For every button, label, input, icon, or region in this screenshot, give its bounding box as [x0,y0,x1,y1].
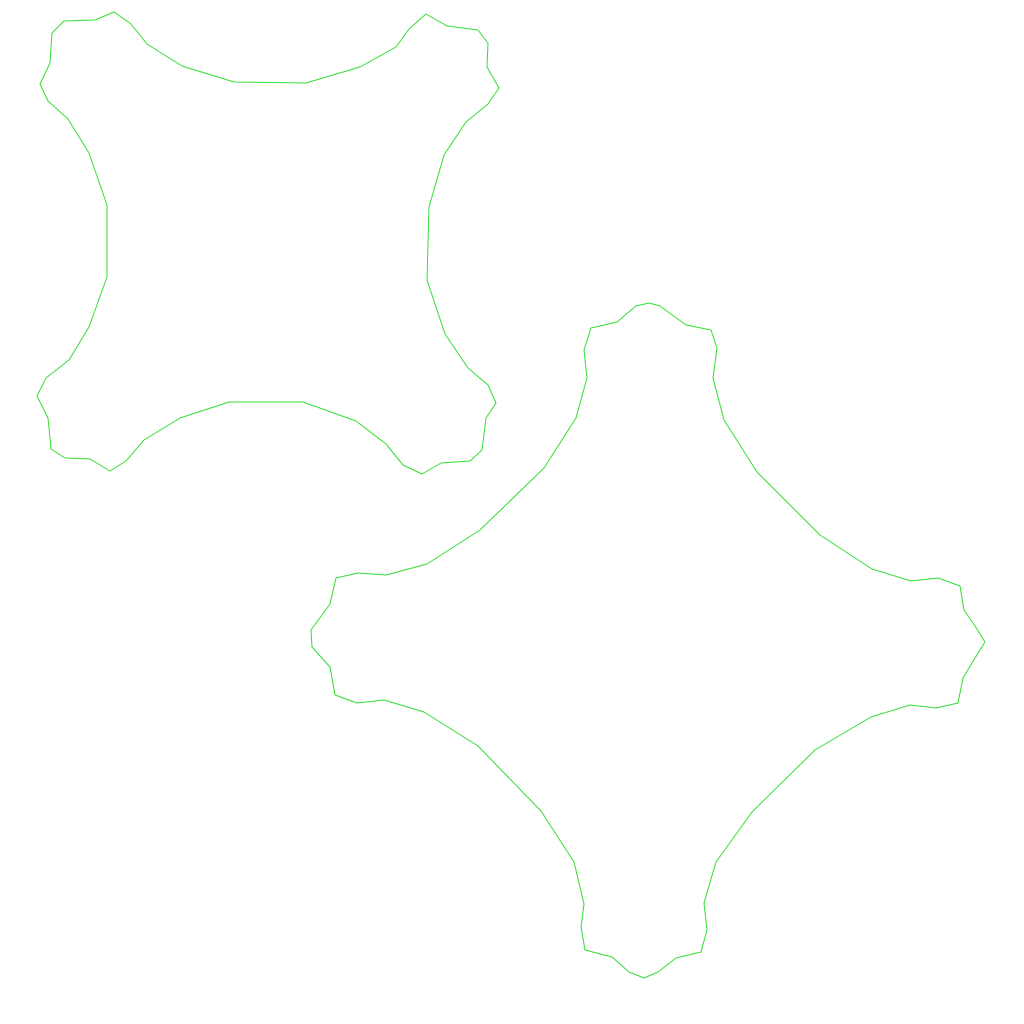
square-star-outline [36,11,500,475]
diamond-star-outline [310,302,986,979]
